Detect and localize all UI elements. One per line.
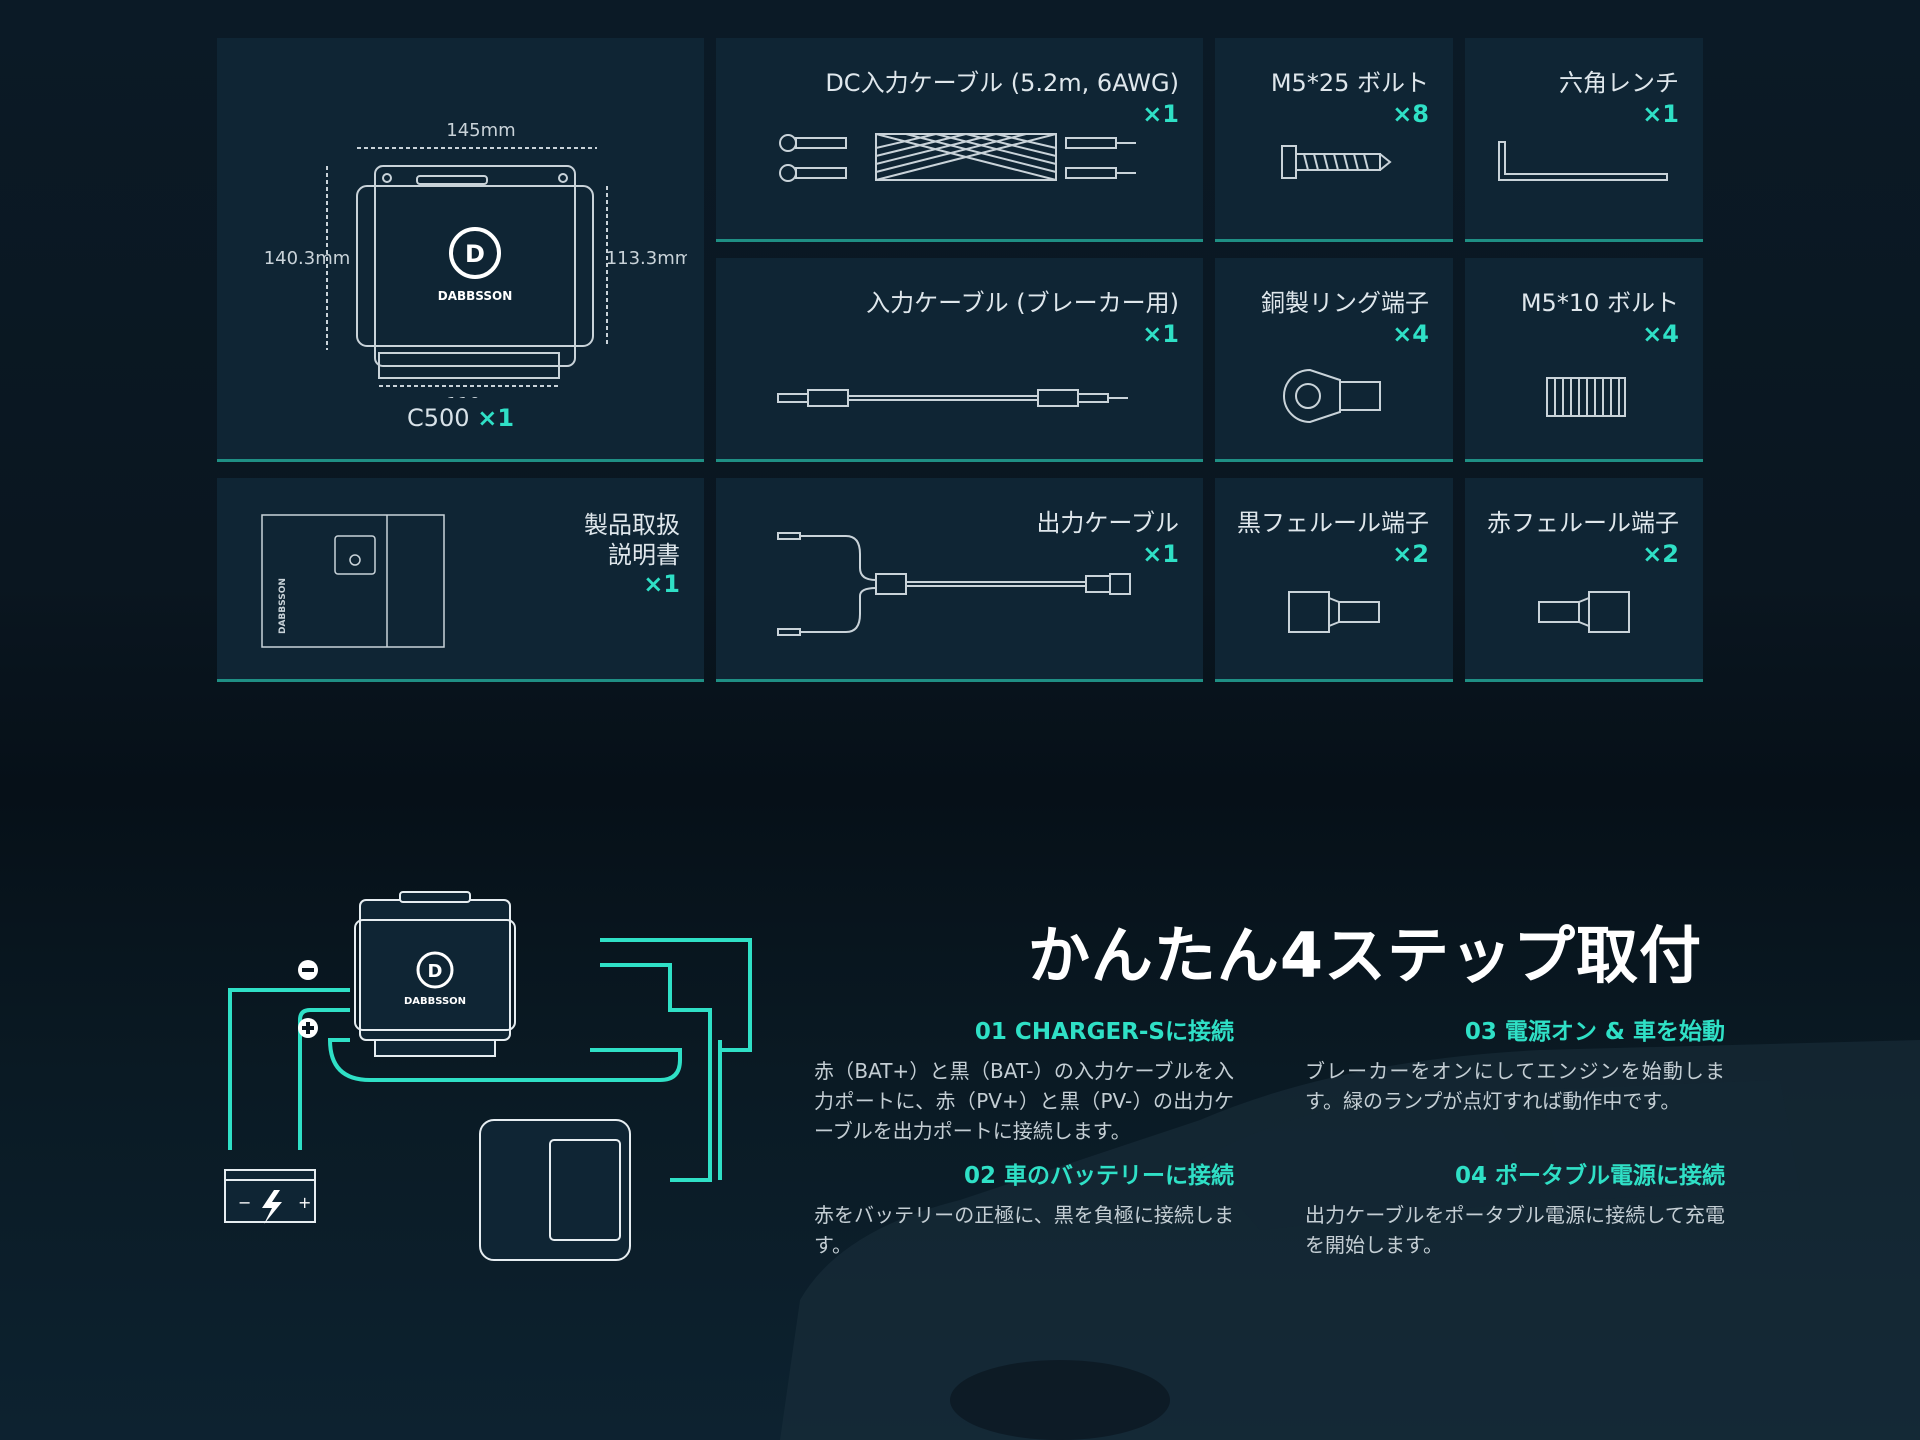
c500-caption: C500 ×1 — [217, 404, 704, 432]
ring-drawing — [1280, 366, 1400, 426]
manual-name-line1: 製品取扱 — [584, 510, 680, 540]
manual-drawing: DABBSSON — [261, 514, 445, 648]
output-cable-qty: ×1 — [1142, 540, 1179, 568]
bolt25-drawing — [1280, 138, 1400, 188]
output-cable-drawing — [776, 524, 1146, 644]
svg-text:D: D — [465, 240, 485, 268]
install-step-1: 01 CHARGER-Sに接続 赤（BAT+）と黒（BAT-）の入力ケーブルを入… — [814, 1012, 1234, 1146]
c500-bottom-label: 110mm — [446, 394, 515, 398]
breaker-cable-qty: ×1 — [1142, 320, 1179, 348]
item-card-bolt-25: M5*25 ボルト ×8 — [1215, 38, 1453, 242]
dc-cable-qty: ×1 — [1142, 100, 1179, 128]
diagram-brand: DABBSSON — [404, 996, 466, 1007]
wrench-name: 六角レンチ — [1559, 68, 1679, 98]
install-step-2: 02 車のバッテリーに接続 赤をバッテリーの正極に、黒を負極に接続します。 — [814, 1156, 1234, 1260]
manual-qty: ×1 — [643, 570, 680, 598]
manual-brand: DABBSSON — [278, 578, 288, 634]
ring-qty: ×4 — [1392, 320, 1429, 348]
item-card-black-ferrule: 黒フェルール端子 ×2 — [1215, 478, 1453, 682]
c500-name: C500 — [407, 404, 470, 432]
installation-diagram: D DABBSSON − + — [210, 890, 770, 1270]
step-4-desc: 出力ケーブルをポータブル電源に接続して充電を開始します。 — [1305, 1200, 1725, 1260]
step-4-title: 04 ポータブル電源に接続 — [1305, 1156, 1725, 1190]
wrench-qty: ×1 — [1642, 100, 1679, 128]
manual-name-line2: 説明書 — [584, 540, 680, 570]
c500-brand-label: DABBSSON — [438, 289, 513, 303]
item-card-bolt-10: M5*10 ボルト ×4 — [1465, 258, 1703, 462]
step-3-desc: ブレーカーをオンにしてエンジンを始動します。緑のランプが点灯すれば動作中です。 — [1305, 1056, 1725, 1116]
item-card-c500: D DABBSSON 145mm 140.3mm 113.3mm 110mm C… — [217, 38, 704, 462]
c500-right-label: 113.3mm — [606, 248, 687, 269]
dc-cable-drawing — [776, 128, 1146, 208]
step-2-desc: 赤をバッテリーの正極に、黒を負極に接続します。 — [814, 1200, 1234, 1260]
c500-qty: ×1 — [477, 404, 514, 432]
breaker-cable-drawing — [776, 378, 1146, 418]
step-1-desc: 赤（BAT+）と黒（BAT-）の入力ケーブルを入力ポートに、赤（PV+）と黒（P… — [814, 1056, 1234, 1146]
black-ferrule-drawing — [1287, 588, 1387, 638]
svg-text:−: − — [238, 1193, 251, 1212]
svg-text:D: D — [428, 961, 443, 982]
item-card-dc-cable: DC入力ケーブル (5.2m, 6AWG) ×1 — [716, 38, 1203, 242]
install-step-3: 03 電源オン & 車を始動 ブレーカーをオンにしてエンジンを始動します。緑のラ… — [1305, 1012, 1725, 1116]
red-ferrule-drawing — [1537, 588, 1637, 638]
red-ferrule-qty: ×2 — [1642, 540, 1679, 568]
red-ferrule-name: 赤フェルール端子 — [1487, 508, 1679, 538]
manual-name: 製品取扱 説明書 — [584, 510, 680, 570]
item-card-red-ferrule: 赤フェルール端子 ×2 — [1465, 478, 1703, 682]
dc-cable-name: DC入力ケーブル (5.2m, 6AWG) — [825, 68, 1179, 98]
step-1-title: 01 CHARGER-Sに接続 — [814, 1012, 1234, 1046]
install-title: かんたん4ステップ取付 — [1028, 905, 1702, 995]
item-card-ring-terminal: 銅製リング端子 ×4 — [1215, 258, 1453, 462]
c500-device-drawing: D DABBSSON 145mm 140.3mm 113.3mm 110mm — [237, 68, 687, 398]
step-2-title: 02 車のバッテリーに接続 — [814, 1156, 1234, 1190]
item-card-wrench: 六角レンチ ×1 — [1465, 38, 1703, 242]
svg-text:+: + — [298, 1193, 311, 1212]
c500-height-label: 140.3mm — [264, 248, 351, 269]
wrench-drawing — [1495, 138, 1675, 198]
bolt25-name: M5*25 ボルト — [1271, 68, 1429, 98]
item-card-manual: 製品取扱 説明書 ×1 DABBSSON — [217, 478, 704, 682]
breaker-cable-name: 入力ケーブル (ブレーカー用) — [866, 288, 1179, 318]
black-ferrule-qty: ×2 — [1392, 540, 1429, 568]
install-step-4: 04 ポータブル電源に接続 出力ケーブルをポータブル電源に接続して充電を開始しま… — [1305, 1156, 1725, 1260]
bolt10-drawing — [1545, 376, 1629, 420]
step-3-title: 03 電源オン & 車を始動 — [1305, 1012, 1725, 1046]
bolt10-qty: ×4 — [1642, 320, 1679, 348]
item-card-breaker-cable: 入力ケーブル (ブレーカー用) ×1 — [716, 258, 1203, 462]
c500-width-label: 145mm — [446, 120, 515, 141]
ring-name: 銅製リング端子 — [1261, 288, 1429, 318]
bolt10-name: M5*10 ボルト — [1521, 288, 1679, 318]
bolt25-qty: ×8 — [1392, 100, 1429, 128]
black-ferrule-name: 黒フェルール端子 — [1237, 508, 1429, 538]
item-card-output-cable: 出力ケーブル ×1 — [716, 478, 1203, 682]
